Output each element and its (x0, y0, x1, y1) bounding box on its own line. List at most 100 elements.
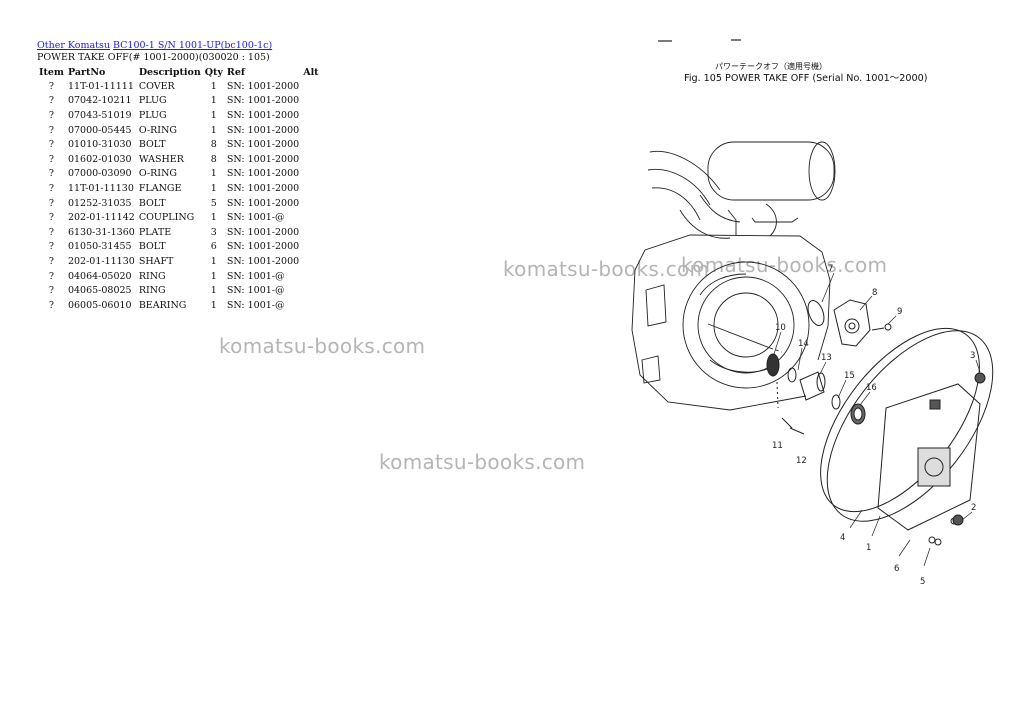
cell-description: PLUG (138, 95, 167, 107)
cell-partno: 07043-51019 (67, 109, 132, 121)
cell-qty: 1 (210, 270, 217, 282)
cell-alt (301, 196, 325, 211)
callout-number: 16 (866, 383, 877, 393)
cell-description: RING (138, 285, 166, 297)
scan-marks (658, 39, 741, 42)
cell-qty: 1 (210, 285, 217, 297)
cell-qty: 1 (210, 299, 217, 311)
cell-description: BOLT (138, 197, 166, 209)
cell-alt (301, 94, 325, 109)
cell-qty: 1 (210, 109, 217, 121)
cell-description: WASHER (138, 153, 184, 165)
cell-description: PLATE (138, 226, 172, 238)
cell-alt (301, 137, 325, 152)
cell-qty: 3 (210, 226, 217, 238)
cell-description: RING (138, 270, 166, 282)
cell-item: ? (48, 124, 55, 136)
cell-alt (301, 283, 325, 298)
cell-partno: 04064-05020 (67, 270, 132, 282)
col-header-description: Description (138, 67, 201, 78)
cell-partno: 11T-01-11111 (67, 80, 134, 92)
callout-number: 5 (920, 577, 925, 587)
cell-qty: 8 (210, 153, 217, 165)
cell-alt (301, 181, 325, 196)
cell-alt (301, 123, 325, 138)
cell-partno: 01050-31455 (67, 241, 132, 253)
cell-description: PLUG (138, 109, 167, 121)
cell-partno: 07042-10211 (67, 95, 132, 107)
cell-ref: SN: 1001-@ (226, 299, 285, 311)
cell-qty: 8 (210, 139, 217, 151)
callout-number: 6 (894, 564, 899, 574)
cell-item: ? (48, 153, 55, 165)
cell-ref: SN: 1001-2000 (226, 226, 300, 238)
col-header-item: Item (39, 67, 64, 78)
cell-description: O-RING (138, 168, 177, 180)
cell-alt (301, 210, 325, 225)
callout-number: 1 (866, 543, 871, 553)
callout-number: 11 (772, 441, 783, 451)
cell-alt (301, 108, 325, 123)
cell-ref: SN: 1001-2000 (226, 80, 300, 92)
col-header-qty: Qty (204, 67, 223, 78)
cell-description: O-RING (138, 124, 177, 136)
cell-item: ? (48, 80, 55, 92)
cell-partno: 202-01-11130 (67, 255, 135, 267)
cell-ref: SN: 1001-2000 (226, 168, 300, 180)
callout-leaders (773, 272, 981, 567)
cell-ref: SN: 1001-@ (226, 285, 285, 297)
callout-number: 7 (828, 264, 833, 274)
watermark: komatsu-books.com (503, 257, 710, 281)
cell-item: ? (48, 285, 55, 297)
cell-alt (301, 298, 325, 313)
cell-qty: 1 (210, 255, 217, 267)
callout-number: 10 (775, 323, 786, 333)
callout-numbers: 7 8 9 10 14 13 15 16 3 2 4 1 6 5 11 12 (772, 264, 976, 587)
breadcrumb: Other Komatsu BC100-1 S/N 1001-UP(bc100-… (37, 40, 272, 52)
callout-number: 2 (971, 503, 976, 513)
cell-qty: 1 (210, 182, 217, 194)
cell-partno: 07000-05445 (67, 124, 132, 136)
cell-qty: 1 (210, 124, 217, 136)
cell-qty: 1 (210, 212, 217, 224)
callout-number: 14 (798, 339, 809, 349)
cell-description: BEARING (138, 299, 187, 311)
breadcrumb-link-other-komatsu[interactable]: Other Komatsu (37, 40, 110, 51)
cell-item: ? (48, 255, 55, 267)
cell-alt (301, 152, 325, 167)
cell-ref: SN: 1001-2000 (226, 95, 300, 107)
cell-item: ? (48, 168, 55, 180)
breadcrumb-link-model[interactable]: BC100-1 S/N 1001-UP(bc100-1c) (112, 40, 273, 51)
figure-japanese-title: パワーテークオフ（適用号機） (715, 61, 827, 71)
cell-item: ? (48, 241, 55, 253)
cell-alt (301, 240, 325, 255)
cell-description: BOLT (138, 139, 166, 151)
watermark: komatsu-books.com (219, 334, 426, 358)
cell-qty: 5 (210, 197, 217, 209)
figure-title: Fig. 105 POWER TAKE OFF (Serial No. 1001… (684, 73, 927, 84)
cell-item: ? (48, 226, 55, 238)
cell-qty: 6 (210, 241, 217, 253)
col-header-partno: PartNo (67, 67, 106, 78)
cell-item: ? (48, 212, 55, 224)
cell-ref: SN: 1001-@ (226, 270, 285, 282)
cell-ref: SN: 1001-2000 (226, 182, 300, 194)
cell-partno: 01602-01030 (67, 153, 132, 165)
col-header-alt: Alt (303, 67, 319, 78)
cell-partno: 01252-31035 (67, 197, 132, 209)
callout-number: 13 (821, 353, 832, 363)
cell-partno: 11T-01-11130 (67, 182, 134, 194)
